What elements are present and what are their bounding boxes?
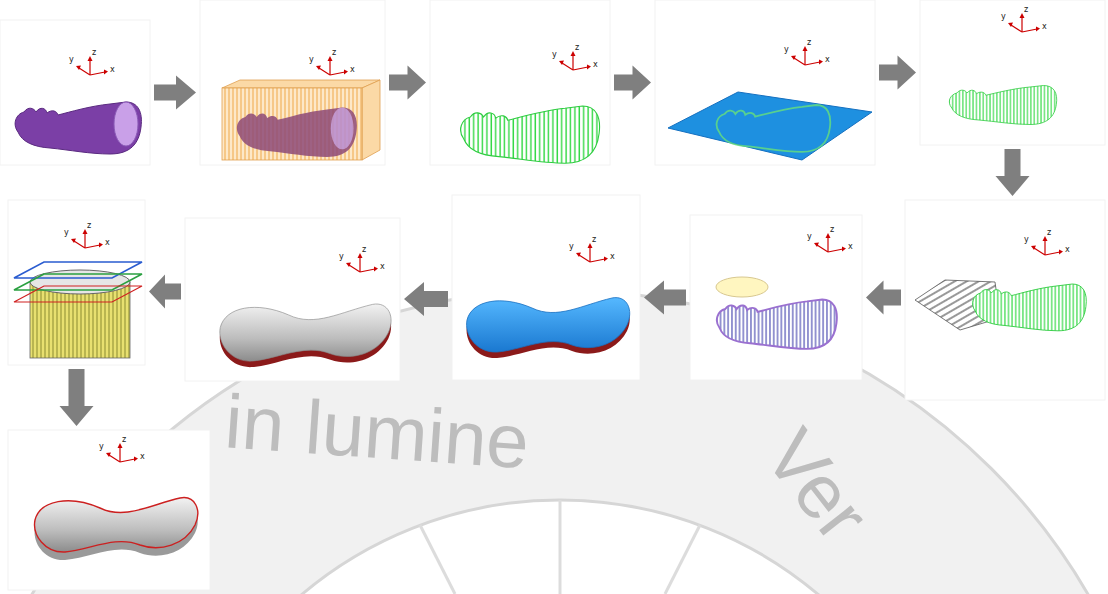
step-panel: y z x [905, 200, 1105, 400]
axis-label: x [105, 238, 110, 247]
step-panel: y z x [8, 430, 210, 590]
axis-label: x [110, 65, 115, 74]
axis-label: x [1065, 245, 1070, 254]
step-panel: y z x [200, 0, 385, 165]
flow-arrow [389, 66, 426, 100]
axis-label: x [350, 65, 355, 74]
flow-arrow [996, 149, 1030, 196]
axis-label: x [610, 252, 615, 261]
contour-foot [461, 106, 600, 163]
step-panel: y z x [430, 0, 610, 165]
axis-glyph [71, 13, 1063, 462]
axis-label: z [807, 38, 811, 47]
step-panel: y z x [920, 0, 1105, 145]
axis-label: z [87, 221, 91, 230]
axis-label: y [569, 242, 574, 251]
step-panel: y z x [655, 0, 875, 165]
axis-label: x [825, 55, 830, 64]
step-panel: y z x [0, 20, 150, 165]
axis-label: y [99, 442, 104, 451]
foot-scan [15, 102, 141, 154]
axis-label: x [593, 60, 598, 69]
axis-label: y [807, 232, 812, 241]
slice-box [222, 80, 380, 160]
axis-label: y [1001, 12, 1006, 21]
step-panel: y z x [452, 195, 640, 380]
axis-label: y [339, 252, 344, 261]
axis-label: x [1042, 22, 1047, 31]
axis-label: y [1024, 235, 1029, 244]
axis-label: x [380, 262, 385, 271]
axis-label: z [92, 48, 96, 57]
axis-label: z [830, 225, 834, 234]
axis-label: z [332, 48, 336, 57]
flow-arrow [866, 281, 901, 315]
axis-label: x [140, 452, 145, 461]
axis-label: z [1047, 228, 1051, 237]
axis-label: x [848, 242, 853, 251]
axis-label: z [122, 435, 126, 444]
flow-arrow [644, 281, 686, 315]
final-insole [35, 498, 198, 560]
flow-arrow [614, 66, 651, 100]
axis-label: z [592, 235, 596, 244]
mould-block [14, 262, 142, 358]
axis-label: z [575, 43, 579, 52]
step-panel: y z x [690, 215, 862, 380]
axis-label: y [69, 55, 74, 64]
axis-label: y [309, 55, 314, 64]
outline-contour [716, 277, 837, 349]
flow-arrow [154, 76, 196, 110]
insole-solid [220, 304, 391, 367]
cut-plane [668, 92, 872, 160]
flow-arrow [404, 282, 448, 316]
axis-label: z [1024, 5, 1028, 14]
axis-label: y [64, 228, 69, 237]
axis-label: y [784, 45, 789, 54]
flow-arrow [879, 56, 916, 90]
flow-arrow [149, 275, 181, 309]
insole-surface [467, 298, 630, 358]
sole-contour [949, 86, 1056, 125]
axis-label: z [362, 245, 366, 254]
step-panel: y z x [8, 200, 145, 365]
arch-fill [915, 280, 1086, 331]
step-panel: y z x [185, 218, 400, 381]
axis-label: y [552, 50, 557, 59]
flow-arrow [60, 369, 94, 426]
